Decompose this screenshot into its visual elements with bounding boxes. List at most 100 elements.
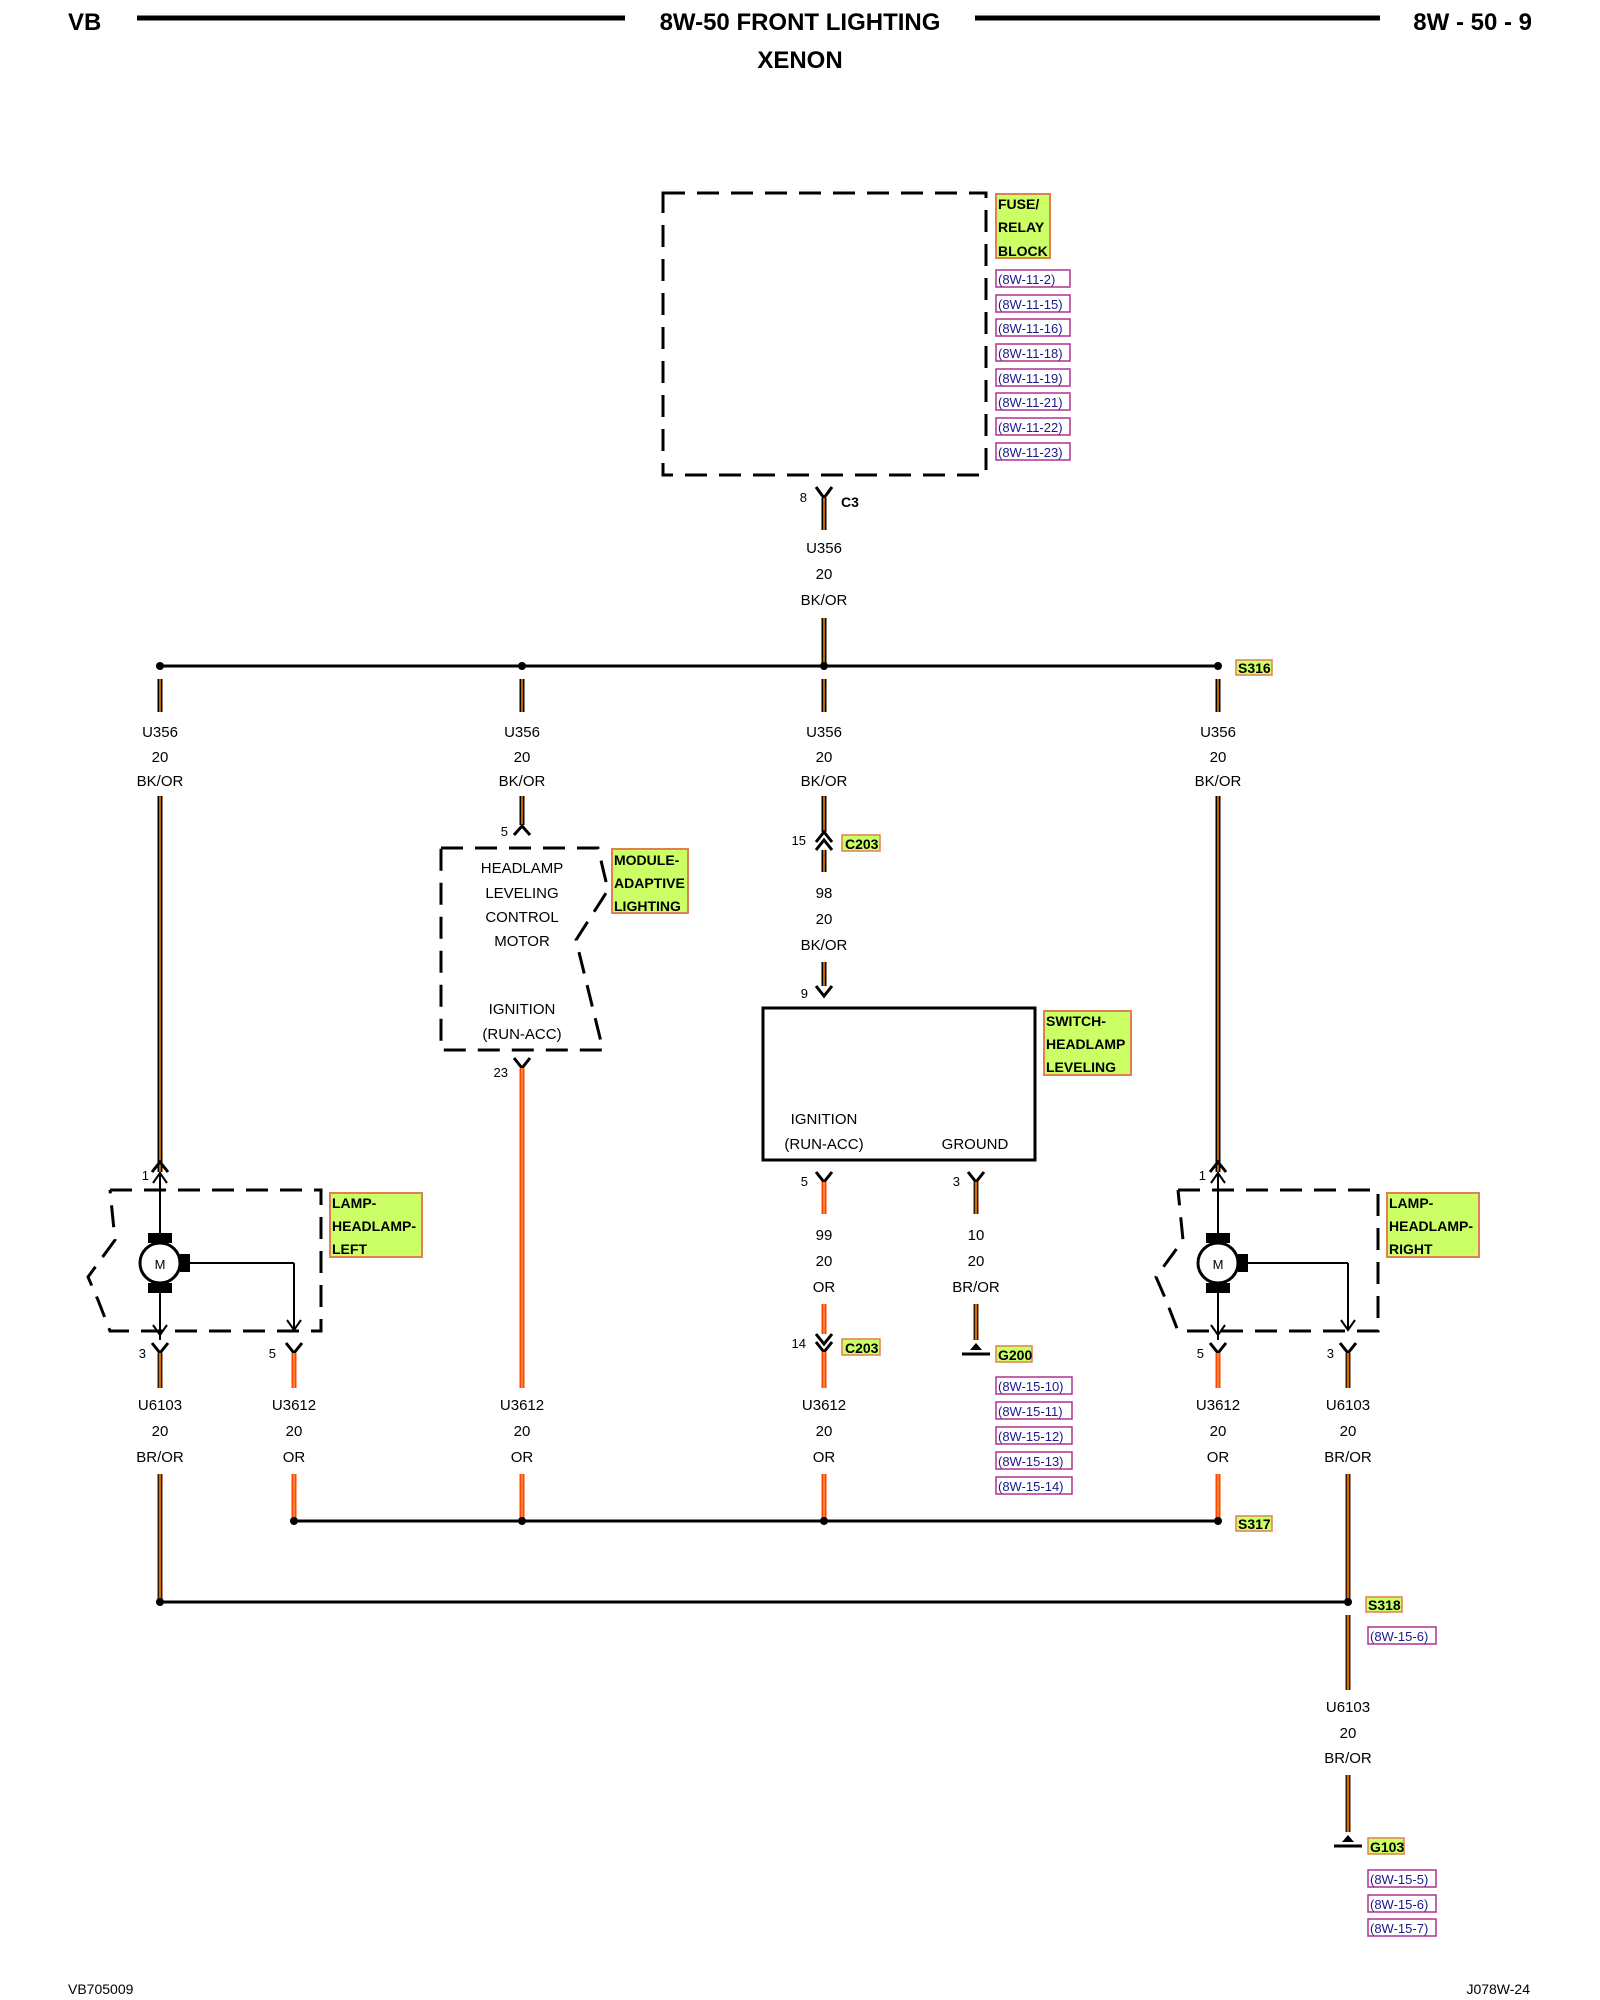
ground-label: G200: [998, 1347, 1032, 1363]
wire-circuit: U356: [504, 724, 540, 741]
ref-link[interactable]: (8W-11-23): [998, 445, 1063, 460]
ref-link[interactable]: (8W-15-6): [1370, 1897, 1428, 1912]
ref-link[interactable]: (8W-15-12): [998, 1429, 1064, 1444]
pin-number: 5: [501, 824, 508, 839]
pin-number: 5: [1197, 1346, 1204, 1361]
wire-gauge: 20: [1340, 1423, 1357, 1440]
module-text-1: HEADLAMP: [481, 860, 564, 877]
header-right: 8W - 50 - 9: [1413, 9, 1532, 36]
wire-gauge: 20: [816, 1423, 833, 1440]
ref-link[interactable]: (8W-11-18): [998, 346, 1063, 361]
footer-right: J078W-24: [1466, 1981, 1530, 1997]
wire-circuit: U6103: [138, 1397, 182, 1414]
lamp-left-label-1: LAMP-: [332, 1195, 377, 1211]
ref-link[interactable]: (8W-15-10): [998, 1379, 1064, 1394]
wire-color: BK/OR: [801, 937, 848, 954]
ref-link[interactable]: (8W-15-13): [998, 1454, 1064, 1469]
footer-left: VB705009: [68, 1981, 134, 1997]
motor-symbol: M: [1213, 1257, 1224, 1272]
lamp-headlamp-right: 1 M LAMP- HEADLAMP- RIGHT 5 3: [1154, 1159, 1480, 1361]
ref-link[interactable]: (8W-11-21): [998, 395, 1063, 410]
wire-color: BR/OR: [1324, 1750, 1372, 1767]
wire-gauge: 20: [1210, 1423, 1227, 1440]
module-label-2: ADAPTIVE: [614, 875, 685, 891]
pin-number: 8: [800, 490, 807, 505]
wire-gauge: 20: [968, 1253, 985, 1270]
ref-link[interactable]: (8W-11-16): [998, 321, 1063, 336]
wire-color: OR: [511, 1449, 534, 1466]
motor-symbol: M: [155, 1257, 166, 1272]
connector-c203-bottom: 14 C203: [792, 1333, 881, 1356]
pin-number: 14: [792, 1336, 806, 1351]
page-header: VB 8W-50 FRONT LIGHTING 8W - 50 - 9 XENO…: [68, 9, 1532, 74]
wire-circuit: U6103: [1326, 1397, 1370, 1414]
pin-number: 3: [953, 1174, 960, 1189]
wire-u356-branch-1: U356 20 BK/OR: [137, 679, 184, 1172]
wire-u6103-right: U6103 20 BR/OR: [1324, 1353, 1372, 1602]
wire-circuit: U356: [1200, 724, 1236, 741]
wire-gauge: 20: [816, 911, 833, 928]
lamp-left-label-2: HEADLAMP-: [332, 1218, 416, 1234]
fuse-relay-label-1: FUSE/: [998, 196, 1039, 212]
pin-number: 15: [792, 833, 806, 848]
switch-label-2: HEADLAMP: [1046, 1036, 1125, 1052]
ref-link[interactable]: (8W-15-5): [1370, 1872, 1428, 1887]
wire-circuit: U6103: [1326, 1699, 1370, 1716]
wire-u356-branch-2: U356 20 BK/OR: [499, 679, 546, 836]
ref-link[interactable]: (8W-15-6): [1370, 1629, 1428, 1644]
pin-number: 1: [1199, 1168, 1206, 1183]
connector-c203-label: C203: [845, 1340, 879, 1356]
wire-gauge: 20: [152, 1423, 169, 1440]
wire-color: BK/OR: [1195, 773, 1242, 790]
wire-color: BK/OR: [801, 592, 848, 609]
wire-color: BK/OR: [801, 773, 848, 790]
wire-u3612-right: U3612 20 OR: [1196, 1353, 1240, 1521]
ref-link[interactable]: (8W-11-22): [998, 420, 1063, 435]
wire-circuit: U3612: [1196, 1397, 1240, 1414]
wire-color: BK/OR: [137, 773, 184, 790]
ref-link[interactable]: (8W-11-15): [998, 297, 1063, 312]
lamp-right-label-1: LAMP-: [1389, 1195, 1434, 1211]
connector-label: C3: [841, 494, 859, 510]
wire-circuit: U356: [806, 724, 842, 741]
lamp-right-label-3: RIGHT: [1389, 1241, 1433, 1257]
wire-circuit: U3612: [500, 1397, 544, 1414]
wire-u6103-ground: U6103 20 BR/OR: [1324, 1615, 1372, 1832]
wire-99: 99 20 OR: [813, 1182, 835, 1334]
wire-circuit: 10: [968, 1227, 985, 1244]
module-label-1: MODULE-: [614, 852, 680, 868]
module-text-3: CONTROL: [485, 909, 558, 926]
ref-link[interactable]: (8W-15-11): [998, 1404, 1063, 1419]
wire-gauge: 20: [286, 1423, 303, 1440]
ref-link[interactable]: (8W-11-19): [998, 371, 1063, 386]
pin-number: 5: [269, 1346, 276, 1361]
pin-number: 3: [139, 1346, 146, 1361]
switch-ignition-1: IGNITION: [791, 1111, 858, 1128]
ground-label: G103: [1370, 1839, 1404, 1855]
switch-ground: GROUND: [942, 1136, 1009, 1153]
module-label-3: LIGHTING: [614, 898, 681, 914]
wire-color: BR/OR: [952, 1279, 1000, 1296]
pin-number: 1: [142, 1168, 149, 1183]
pin-number: 3: [1327, 1346, 1334, 1361]
lamp-headlamp-left: 1 M LAMP- HEADLAMP- LEFT 3 5: [86, 1159, 423, 1361]
wire-gauge: 20: [1340, 1725, 1357, 1742]
wire-color: BK/OR: [499, 773, 546, 790]
splice-s318: S318: [1368, 1597, 1401, 1613]
wire-color: OR: [283, 1449, 306, 1466]
wire-u3612-module: U3612 20 OR: [500, 1068, 544, 1521]
connector-c203-top: 15 C203: [792, 829, 881, 852]
switch-ignition-2: (RUN-ACC): [784, 1136, 863, 1153]
wire-u3612-center: U3612 20 OR: [802, 1352, 846, 1521]
wire-gauge: 20: [514, 1423, 531, 1440]
ref-link[interactable]: (8W-15-7): [1370, 1921, 1428, 1936]
bus-s316: S316: [156, 659, 1273, 676]
pin-number: 5: [801, 1174, 808, 1189]
fuse-relay-label-2: RELAY: [998, 219, 1045, 235]
ref-link[interactable]: (8W-11-2): [998, 272, 1055, 287]
ground-g103: G103 (8W-15-5) (8W-15-6) (8W-15-7): [1334, 1835, 1437, 1937]
ref-link[interactable]: (8W-15-14): [998, 1479, 1064, 1494]
pin-number: 9: [801, 986, 808, 1001]
wire-gauge: 20: [816, 1253, 833, 1270]
